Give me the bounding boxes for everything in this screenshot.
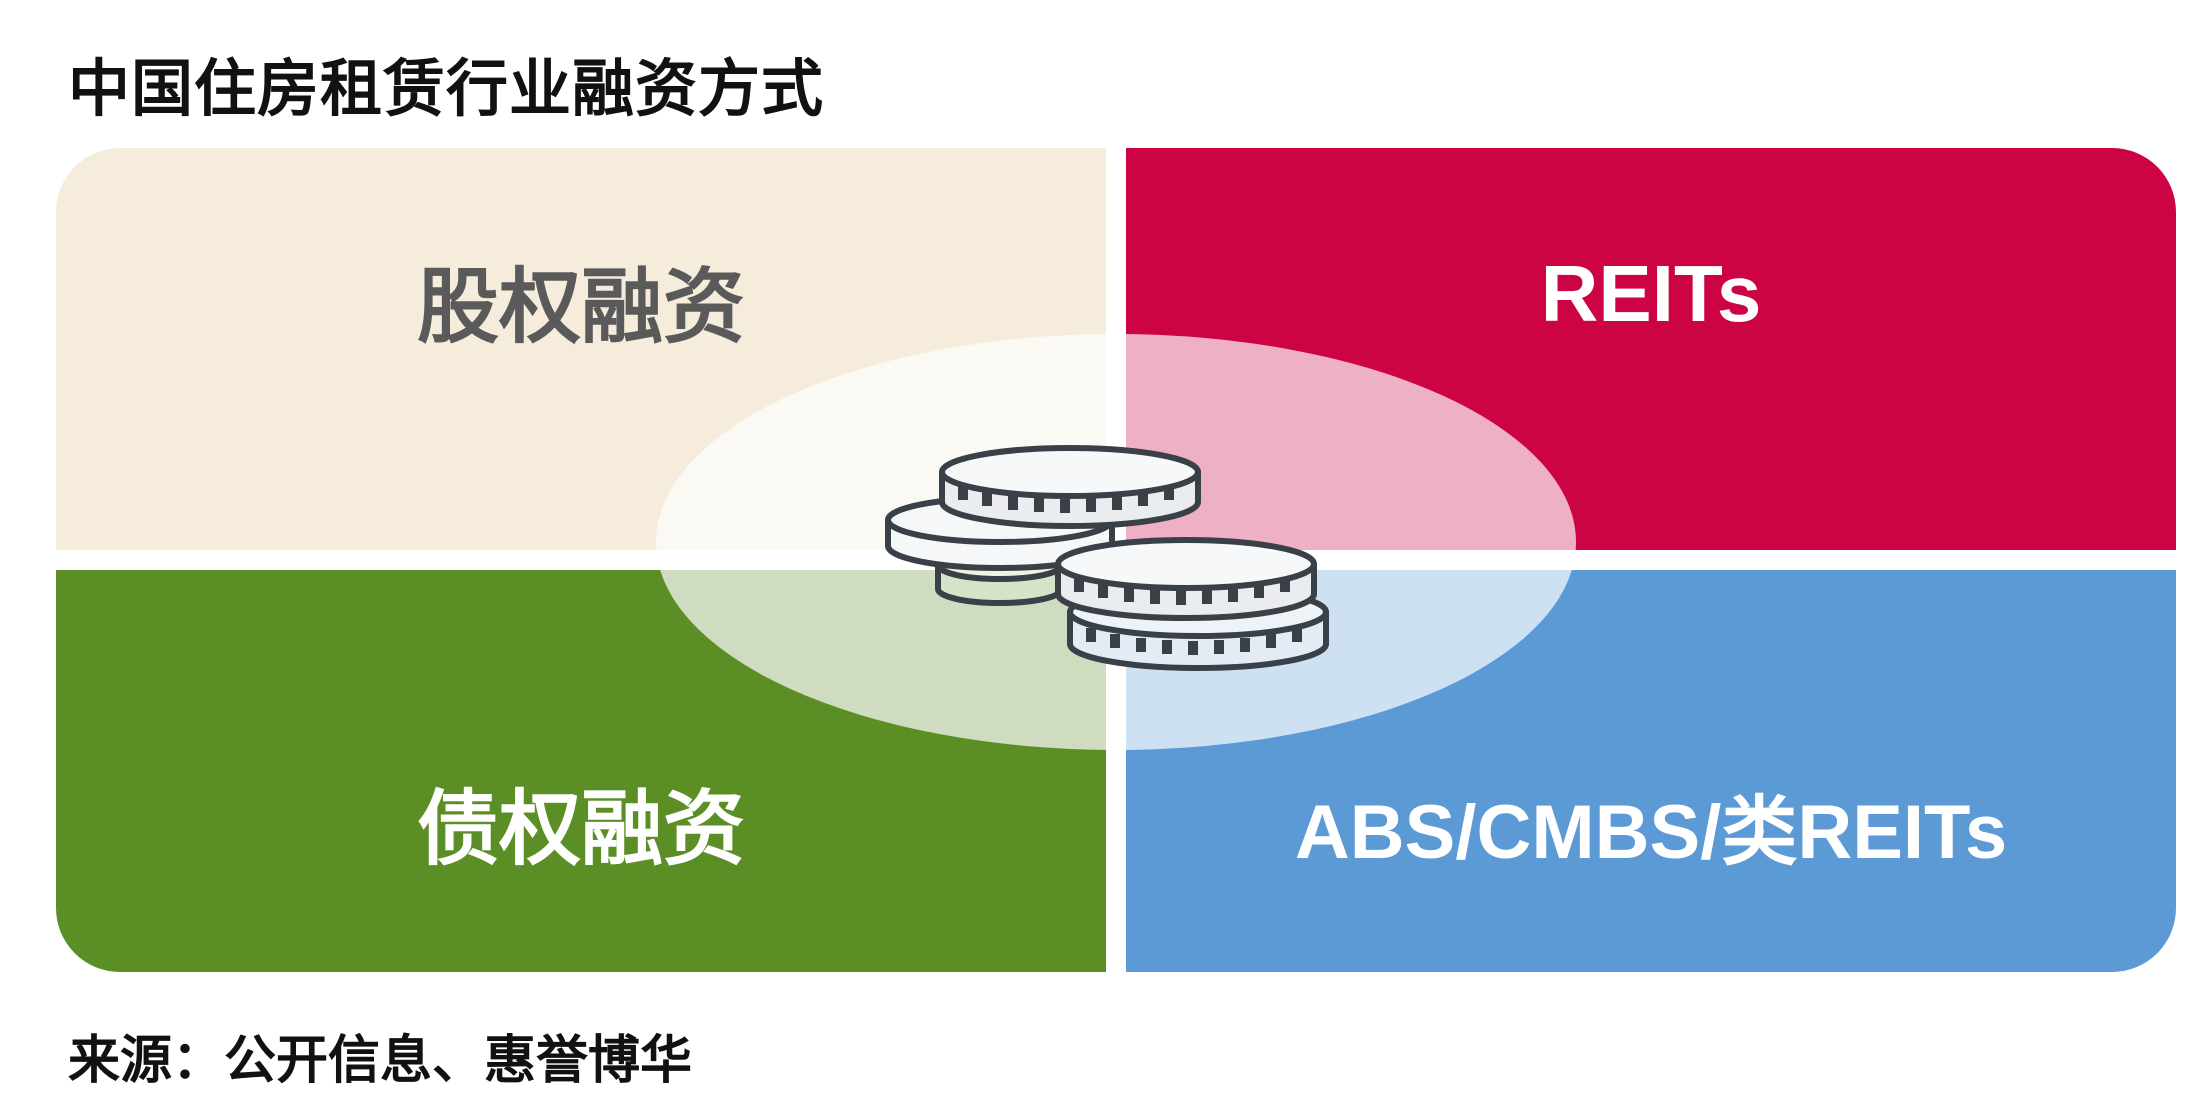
quadrant-abs-cmbs: ABS/CMBS/类REITs [1126, 570, 2176, 972]
quadrant-reits: REITs [1126, 148, 2176, 550]
quadrant-equity-financing: 股权融资 [56, 148, 1106, 550]
quadrant-label-abs-cmbs: ABS/CMBS/类REITs [1294, 790, 2008, 875]
quadrant-debt-financing: 债权融资 [56, 570, 1106, 972]
page-title: 中国住房租赁行业融资方式 [68, 52, 825, 125]
quadrant-label-equity-financing: 股权融资 [416, 260, 745, 355]
source-note: 来源：公开信息、惠誉博华 [68, 1031, 693, 1091]
quadrant-label-reits: REITs [1540, 249, 1762, 338]
quadrant-label-debt-financing: 债权融资 [416, 782, 745, 877]
